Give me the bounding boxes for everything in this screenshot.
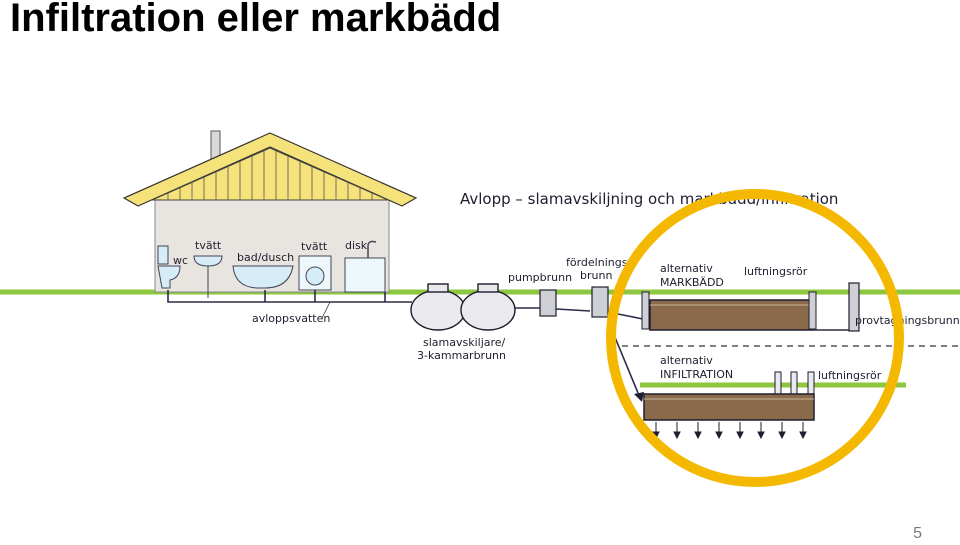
label-bad-dusch: bad/dusch <box>237 251 294 264</box>
kitchen-sink-icon <box>344 240 386 293</box>
slide-title: Infiltration eller markbädd <box>10 0 502 40</box>
label-pumpbrunn: pumpbrunn <box>508 271 572 284</box>
label-provtagningsbrunn: provtagningsbrunn <box>855 314 960 327</box>
label-slamavskiljare-2: 3-kammarbrunn <box>417 349 506 362</box>
septic-tank <box>410 283 516 331</box>
washing-machine-icon <box>298 255 332 291</box>
roof-inner <box>151 147 389 201</box>
arrow-to-infiltration <box>634 392 644 402</box>
label-tvatt-machine: tvätt <box>301 240 328 253</box>
roof <box>122 132 418 207</box>
label-tvatt-sink: tvätt <box>195 239 222 252</box>
vent-pipes <box>774 371 815 397</box>
house <box>122 130 418 298</box>
bathtub-icon <box>232 265 294 289</box>
roof-slats <box>167 150 373 200</box>
avloppsvatten-leader <box>321 301 331 319</box>
sampling-well <box>848 282 860 332</box>
sink-icon <box>193 255 223 298</box>
label-fordelning-2: brunn <box>580 269 612 282</box>
markbadd-bed <box>641 291 817 331</box>
chimney <box>210 130 221 160</box>
label-slamavskiljare-1: slamavskiljare/ <box>423 336 506 349</box>
highlight-circle <box>606 189 904 487</box>
label-disk: disk <box>345 239 368 252</box>
label-wc: wc <box>173 254 188 267</box>
label-alt-markbadd-2: MARKBÄDD <box>660 276 724 289</box>
label-alt-infiltration-1: alternativ <box>660 354 713 367</box>
drain-pipes <box>167 290 412 303</box>
label-luftningsror-top: luftningsrör <box>744 265 808 278</box>
pump-well <box>539 289 557 317</box>
infiltration-bed <box>643 393 815 421</box>
label-luftningsror-bottom: luftningsrör <box>818 369 882 382</box>
label-alt-infiltration-2: INFILTRATION <box>660 368 733 381</box>
label-avloppsvatten: avloppsvatten <box>252 312 330 325</box>
distribution-well <box>591 286 609 318</box>
label-fordelning-1: fördelnings <box>566 256 628 269</box>
page-number: 5 <box>913 525 922 542</box>
label-alt-markbadd-1: alternativ <box>660 262 713 275</box>
pipe-network <box>515 307 649 394</box>
seepage-arrows <box>652 422 807 440</box>
toilet-icon <box>157 245 181 289</box>
